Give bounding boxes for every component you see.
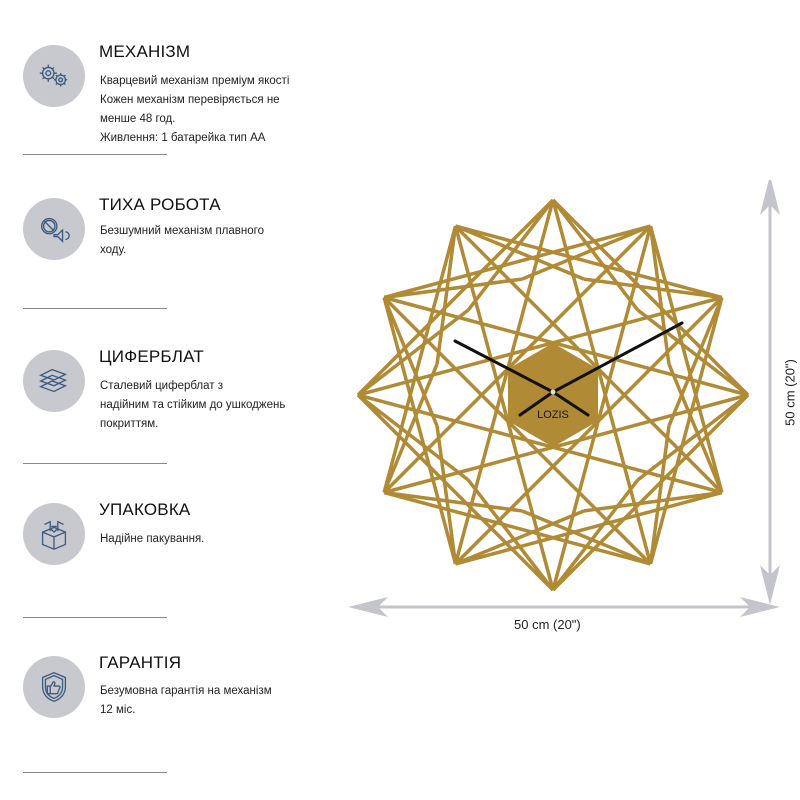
lattice-spoke [356, 308, 470, 397]
description-line: 12 міс. [100, 704, 136, 716]
lattice-spoke [466, 198, 555, 312]
lattice-chord [648, 297, 724, 565]
divider [23, 617, 167, 618]
height-dimension-arrow [760, 180, 780, 605]
description-line: покриттям. [100, 418, 159, 430]
lattice-spoke [551, 198, 640, 312]
lattice-spoke [551, 478, 640, 592]
lattice-spoke [636, 308, 750, 397]
lattice-chord [383, 490, 651, 566]
feature-description: Безумовна гарантія на механізм 12 міс. [100, 682, 340, 720]
lattice-chord [551, 393, 750, 592]
center-pin [550, 389, 556, 395]
lattice-chord [356, 198, 555, 397]
description-line: Сталевий циферблат з [100, 380, 224, 392]
feature-description: Надійне пакування. [100, 530, 340, 549]
lattice-spoke [383, 277, 523, 300]
lattice-spoke [382, 363, 439, 494]
hand-tail [518, 390, 555, 417]
silent-speaker-icon [23, 198, 85, 260]
description-line: ходу. [100, 244, 127, 256]
lattice-spoke [521, 224, 652, 281]
clock-product-image: LOZIS [348, 180, 780, 617]
lattice-chord [551, 198, 750, 397]
width-label: 50 cm (20") [514, 617, 581, 632]
divider [23, 308, 167, 309]
description-line: Безумовна гарантія на механізм [100, 685, 272, 697]
minute-hand [551, 321, 684, 394]
lattice-chord [356, 393, 555, 592]
lattice-chord [455, 490, 723, 566]
lattice-spoke [667, 363, 724, 494]
lattice-spoke [383, 490, 523, 513]
description-line: Кожен механізм перевіряється не [100, 94, 280, 106]
description-line: Безшумний механізм плавного [100, 225, 264, 237]
description-line: Надійне пакування. [100, 533, 205, 545]
lattice-spoke [521, 509, 652, 566]
feature-title: УПАКОВКА [99, 500, 191, 519]
box-icon [23, 503, 85, 565]
feature-title: ГАРАНТІЯ [99, 653, 182, 672]
clock-center-hexagon [507, 343, 599, 447]
shield-thumbs-up-icon [23, 656, 85, 718]
feature-description: Кварцевий механізм преміум якості Кожен … [100, 72, 340, 148]
lattice-chord [383, 224, 651, 300]
lattice-chord [382, 297, 458, 565]
lattice-spoke [435, 425, 458, 565]
clock-frame-lattice [356, 198, 750, 592]
lattice-chord [382, 225, 458, 493]
brand-logo: LOZIS [537, 409, 569, 421]
layers-icon [23, 350, 85, 412]
lattice-spoke [636, 393, 750, 482]
hour-hand [453, 339, 555, 394]
divider [23, 772, 167, 773]
lattice-spoke [667, 296, 724, 427]
lattice-spoke [583, 277, 723, 300]
feature-title: ЦИФЕРБЛАТ [99, 347, 204, 366]
feature-description: Сталевий циферблат з надійним та стійким… [100, 377, 340, 434]
gears-icon [23, 45, 85, 107]
lattice-spoke [648, 225, 671, 365]
lattice-spoke [454, 509, 585, 566]
lattice-spoke [435, 225, 458, 365]
feature-description: Безшумний механізм плавного ходу. [100, 222, 340, 260]
lattice-chord [648, 225, 724, 493]
feature-title: ТИХА РОБОТА [99, 195, 221, 214]
lattice-chord [455, 224, 723, 300]
lattice-spoke [382, 296, 439, 427]
width-dimension-arrow [348, 597, 780, 617]
description-line: надійним та стійким до ушкоджень [100, 399, 286, 411]
description-line: Кварцевий механізм преміум якості [100, 75, 290, 87]
hand-tail [551, 390, 590, 417]
lattice-chord [454, 224, 724, 494]
lattice-spoke [648, 425, 671, 565]
description-line: Живлення: 1 батарейка тип АА [100, 132, 266, 144]
description-line: менше 48 год. [100, 113, 176, 125]
height-label: 50 cm (20") [782, 359, 798, 426]
lattice-spoke [466, 478, 555, 592]
divider [23, 154, 167, 155]
lattice-spoke [356, 393, 470, 482]
lattice-spoke [454, 224, 585, 281]
divider [23, 463, 167, 464]
feature-title: МЕХАНІЗМ [99, 42, 191, 61]
lattice-spoke [583, 490, 723, 513]
